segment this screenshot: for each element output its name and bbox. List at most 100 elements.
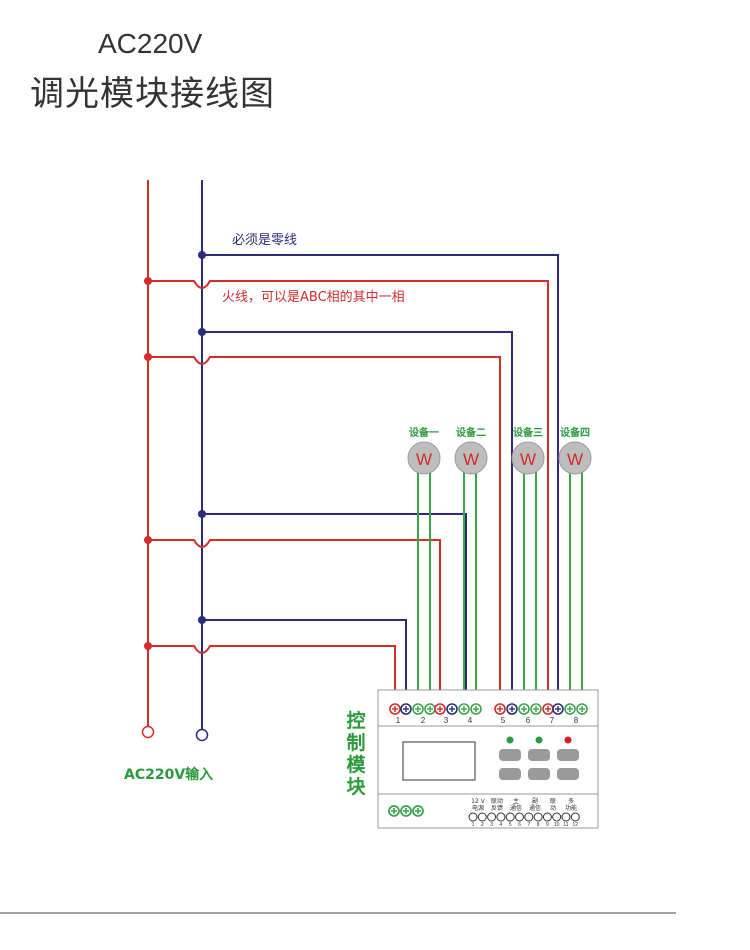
signal-pin-number: 1 (472, 822, 475, 828)
signal-terminal-screw (468, 812, 478, 822)
live-junction (144, 536, 152, 544)
indicator-led-icon (564, 736, 572, 744)
signal-pin-number: 6 (518, 822, 521, 828)
signal-pin-number: 4 (500, 822, 503, 828)
live-branch-wire (148, 539, 441, 705)
neutral-junction (198, 251, 206, 259)
signal-pin-number: 11 (563, 822, 568, 828)
signal-terminal-screw (505, 812, 515, 822)
signal-terminal-screw (533, 812, 543, 822)
bottom-group-label-top: 副 (532, 797, 538, 805)
device-symbol: W (520, 450, 536, 469)
neutral-branch-wire (202, 619, 407, 705)
signal-terminal-screw (487, 812, 497, 822)
title-voltage: AC220V (98, 28, 203, 59)
device-label: 设备一 (409, 426, 439, 439)
device-lamp-icon (454, 441, 488, 475)
bottom-group-label-top: 多 (568, 797, 574, 805)
signal-terminal-screw (561, 812, 571, 822)
module-button (528, 768, 550, 780)
module-button (528, 749, 550, 761)
neutral-junction (198, 510, 206, 518)
bottom-group-label-bottom: 通信 (510, 804, 522, 812)
device-symbol: W (416, 450, 432, 469)
bottom-group-label-bottom: 电源 (472, 804, 484, 812)
terminal-number: 6 (526, 716, 531, 725)
wires (0, 180, 676, 914)
signal-pin-number: 12 (573, 822, 579, 828)
device-label: 设备二 (456, 426, 486, 439)
bottom-group-label-top: 联 (550, 797, 556, 805)
terminal-number: 1 (396, 716, 401, 725)
live-branch-wire (148, 645, 396, 705)
signal-pin-number: 7 (527, 822, 530, 828)
device-lamp-icon (558, 441, 592, 475)
signal-pin-number: 2 (481, 822, 484, 828)
module-button (557, 749, 579, 761)
neutral-branch-wire (202, 254, 559, 705)
module-label-char: 模 (346, 753, 366, 776)
live-branch-wire (148, 280, 549, 705)
neutral-branch-wire (202, 331, 513, 705)
device-label: 设备三 (513, 426, 543, 439)
terminal-number: 4 (468, 716, 473, 725)
live-input-terminal (141, 725, 155, 739)
device-lamp-icon (407, 441, 441, 475)
neutral-branch-wire (202, 513, 467, 705)
neutral-input-terminal (195, 728, 209, 742)
signal-terminal-screw (570, 812, 580, 822)
signal-terminal-screw (515, 812, 524, 822)
neutral-junction (198, 616, 206, 624)
bottom-group-label-bottom: 通信 (529, 804, 541, 812)
module-buttons (499, 736, 579, 780)
terminal-number: 5 (501, 716, 506, 725)
neutral-junction (198, 328, 206, 336)
neutral-note: 必须是零线 (232, 233, 297, 248)
signal-pin-number: 10 (554, 822, 560, 828)
module-display (402, 741, 476, 781)
signal-pin-number: 9 (546, 822, 549, 828)
terminal-number: 8 (574, 716, 579, 725)
module-label-char: 控 (346, 709, 365, 732)
module-label-char: 块 (346, 776, 366, 798)
live-junction (144, 277, 152, 285)
module-button (557, 768, 579, 780)
bottom-group-label-bottom: 动 (550, 805, 556, 812)
signal-terminal-screw (542, 812, 552, 822)
live-junction (144, 353, 152, 361)
signal-terminal-screw (496, 812, 506, 822)
device-lamp-icon (511, 441, 545, 475)
indicator-led-icon (535, 736, 543, 744)
bottom-group-label-top: 联动 (491, 797, 503, 805)
device-group: W 设备一 W 设备二 W 设备三 W 设备四 (407, 426, 592, 475)
device-label: 设备四 (560, 426, 590, 439)
terminal-number: 7 (550, 716, 555, 725)
live-branch-wire (148, 356, 501, 705)
module-button (499, 749, 521, 761)
bottom-group-label-bottom: 反馈 (491, 804, 503, 812)
signal-terminal-screw (477, 812, 487, 822)
module-terminals: 1 2 3 4 5 6 7 8 (389, 703, 588, 725)
page-title: 调光模块接线图 (30, 74, 275, 114)
signal-terminal-screw (552, 812, 562, 822)
bottom-group-label-bottom: 功能 (565, 804, 577, 812)
module-button (499, 768, 521, 780)
signal-terminal-screw (524, 812, 534, 822)
module-label-char: 制 (346, 731, 365, 754)
input-label: AC220V输入 (124, 766, 213, 783)
signal-pin-number: 3 (490, 822, 493, 828)
live-note: 火线，可以是ABC相的其中一相 (222, 289, 405, 305)
signal-pin-number: 8 (537, 822, 540, 828)
signal-pin-number: 5 (509, 822, 512, 828)
live-junction (144, 642, 152, 650)
terminal-number: 3 (444, 716, 449, 725)
device-symbol: W (463, 450, 479, 469)
bottom-group-label-top: 12 V (471, 798, 486, 805)
indicator-led-icon (506, 736, 514, 744)
terminal-number: 2 (421, 716, 426, 725)
device-symbol: W (567, 450, 583, 469)
